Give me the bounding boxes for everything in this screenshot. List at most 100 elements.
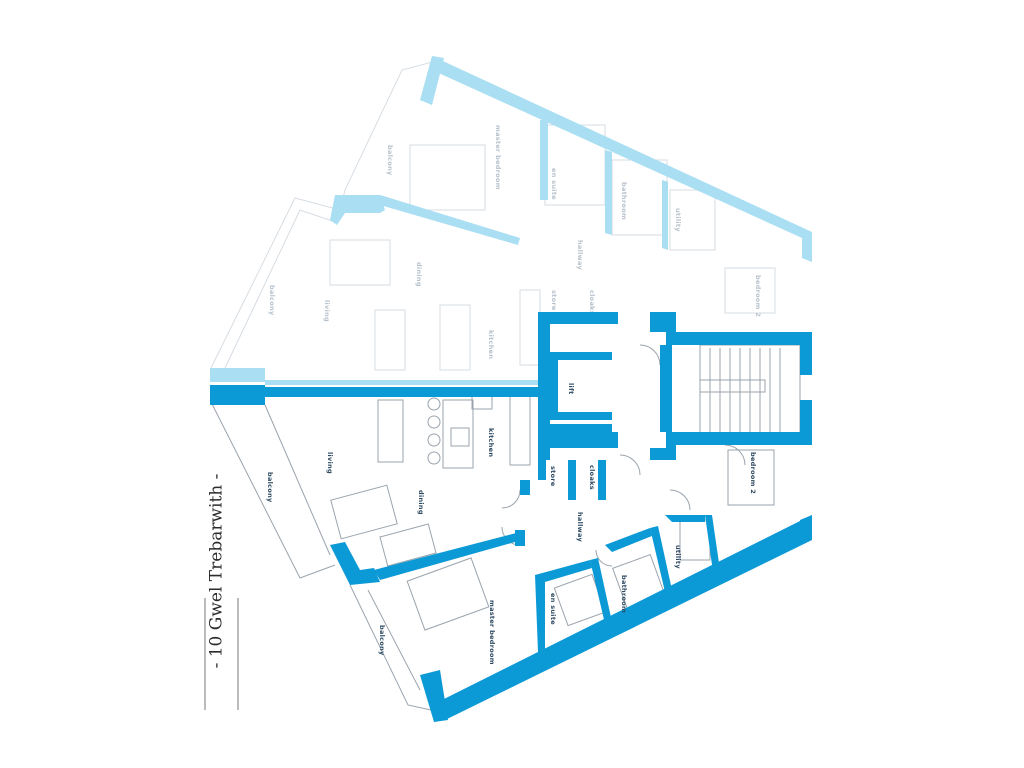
label-cloaks: cloaks — [588, 465, 596, 490]
label-balcony-lower: balcony — [378, 625, 386, 656]
upper-outer-wall — [432, 56, 812, 262]
balcony-rail-lower-inner — [264, 404, 331, 556]
upper-bed-outline — [409, 144, 486, 211]
door-swing-1 — [501, 489, 521, 509]
upper-label-cloaks: cloaks — [588, 290, 596, 315]
master-bed — [406, 557, 490, 631]
upper-ensuite-wall — [540, 120, 548, 200]
bathroom-top-wall — [605, 528, 652, 552]
upper-label-en-suite: en suite — [550, 168, 558, 200]
door-swing-4 — [669, 489, 691, 511]
label-living: living — [326, 452, 334, 474]
label-dining: dining — [417, 490, 425, 515]
upper-label-kitchen: kitchen — [487, 330, 495, 359]
label-balcony-upper: balcony — [266, 472, 274, 503]
title-group: - 10 Gwel Trebarwith - — [204, 474, 239, 710]
upper-wall-notch — [330, 195, 385, 225]
kitchen-island — [442, 399, 474, 469]
hall-jamb — [520, 480, 530, 495]
upper-unit: balcony master bedroom en suite bathroom… — [209, 56, 812, 385]
armchair — [330, 484, 398, 540]
wall-left-end — [210, 385, 265, 405]
plan-title: - 10 Gwel Trebarwith - — [207, 474, 227, 669]
upper-util-wall — [662, 180, 668, 250]
upper-label-bedroom-2: bedroom 2 — [754, 275, 762, 317]
upper-balcony-rail — [224, 209, 336, 369]
store-wall-1 — [538, 460, 546, 480]
upper-bedroom2-bed — [724, 267, 776, 314]
upper-label-hallway: hallway — [576, 240, 584, 270]
label-bathroom: bathroom — [620, 575, 628, 613]
upper-party-wall — [265, 380, 540, 385]
upper-label-utility: utility — [674, 208, 682, 232]
balcony-rail-bottom-outer — [349, 584, 441, 713]
upper-kitchen-counter — [519, 289, 541, 366]
upper-wall-left — [210, 368, 265, 382]
ensuite-bath-divider — [590, 558, 612, 624]
utility-right-wall — [705, 515, 720, 572]
outer-corner-right — [800, 515, 812, 530]
upper-utility — [669, 189, 716, 251]
upper-sofa — [374, 309, 406, 371]
party-wall — [265, 387, 540, 397]
lift-shaft-top — [550, 352, 612, 412]
bedroom-wall — [374, 532, 522, 580]
lift-shaft-bottom — [550, 412, 612, 420]
door-swing-5 — [595, 549, 613, 567]
stair-core-left — [660, 345, 672, 432]
staircase — [699, 344, 801, 436]
balcony-rail-lower-outer — [209, 399, 336, 579]
dining-table — [379, 523, 437, 567]
door-swing-7 — [639, 344, 661, 366]
stair-window-top — [800, 332, 812, 375]
upper-dining-table — [329, 239, 391, 286]
outer-wall-corner — [420, 670, 448, 722]
stair-window-bottom — [800, 400, 812, 445]
upper-wall-inner — [380, 195, 520, 245]
upper-label-living: living — [323, 300, 331, 322]
upper-label-balcony-top: balcony — [386, 145, 394, 176]
bar-stool-4 — [427, 451, 441, 465]
label-master-bedroom: master bedroom — [488, 600, 496, 665]
fridge — [471, 394, 493, 410]
store-wall-2 — [568, 460, 576, 500]
label-en-suite: en suite — [549, 593, 557, 625]
label-kitchen: kitchen — [487, 428, 495, 457]
balcony-rail-bottom-inner — [367, 589, 421, 691]
upper-label-dining: dining — [415, 262, 423, 287]
label-store: store — [549, 466, 557, 487]
upper-label-master-bedroom: master bedroom — [494, 125, 502, 190]
cloaks-wall — [598, 460, 606, 500]
utility-top-wall — [665, 515, 705, 522]
bar-stool-3 — [427, 433, 441, 447]
bedroom2-bed — [727, 449, 775, 506]
door-swing-6 — [724, 444, 746, 466]
label-hallway: hallway — [576, 512, 584, 542]
ensuite-wall — [535, 560, 592, 652]
main-unit: lift living dining kitchen balcony balco… — [209, 312, 812, 722]
bath-util-divider — [650, 526, 672, 592]
utility-unit — [679, 519, 711, 561]
upper-label-bathroom: bathroom — [620, 182, 628, 220]
bedroom-door-jamb — [515, 530, 525, 546]
lift-core-left — [538, 312, 618, 440]
upper-wall-corner — [420, 56, 444, 105]
stair-core-top — [650, 312, 812, 345]
lift-core-bottom — [538, 424, 618, 460]
bar-stool-1 — [427, 397, 441, 411]
label-utility: utility — [674, 545, 682, 569]
kitchen-counter — [509, 394, 531, 466]
sofa — [377, 399, 404, 463]
door-swing-3 — [619, 454, 641, 476]
wall-notch — [330, 542, 380, 585]
upper-label-store: store — [550, 290, 558, 311]
hob — [450, 427, 470, 447]
bar-stool-2 — [427, 415, 441, 429]
stair-core-bottom — [650, 432, 812, 460]
upper-kitchen-island — [439, 304, 471, 371]
label-lift: lift — [567, 383, 575, 395]
label-bedroom-2: bedroom 2 — [749, 452, 757, 494]
upper-label-balcony: balcony — [268, 285, 276, 316]
upper-bath-wall — [605, 150, 612, 235]
